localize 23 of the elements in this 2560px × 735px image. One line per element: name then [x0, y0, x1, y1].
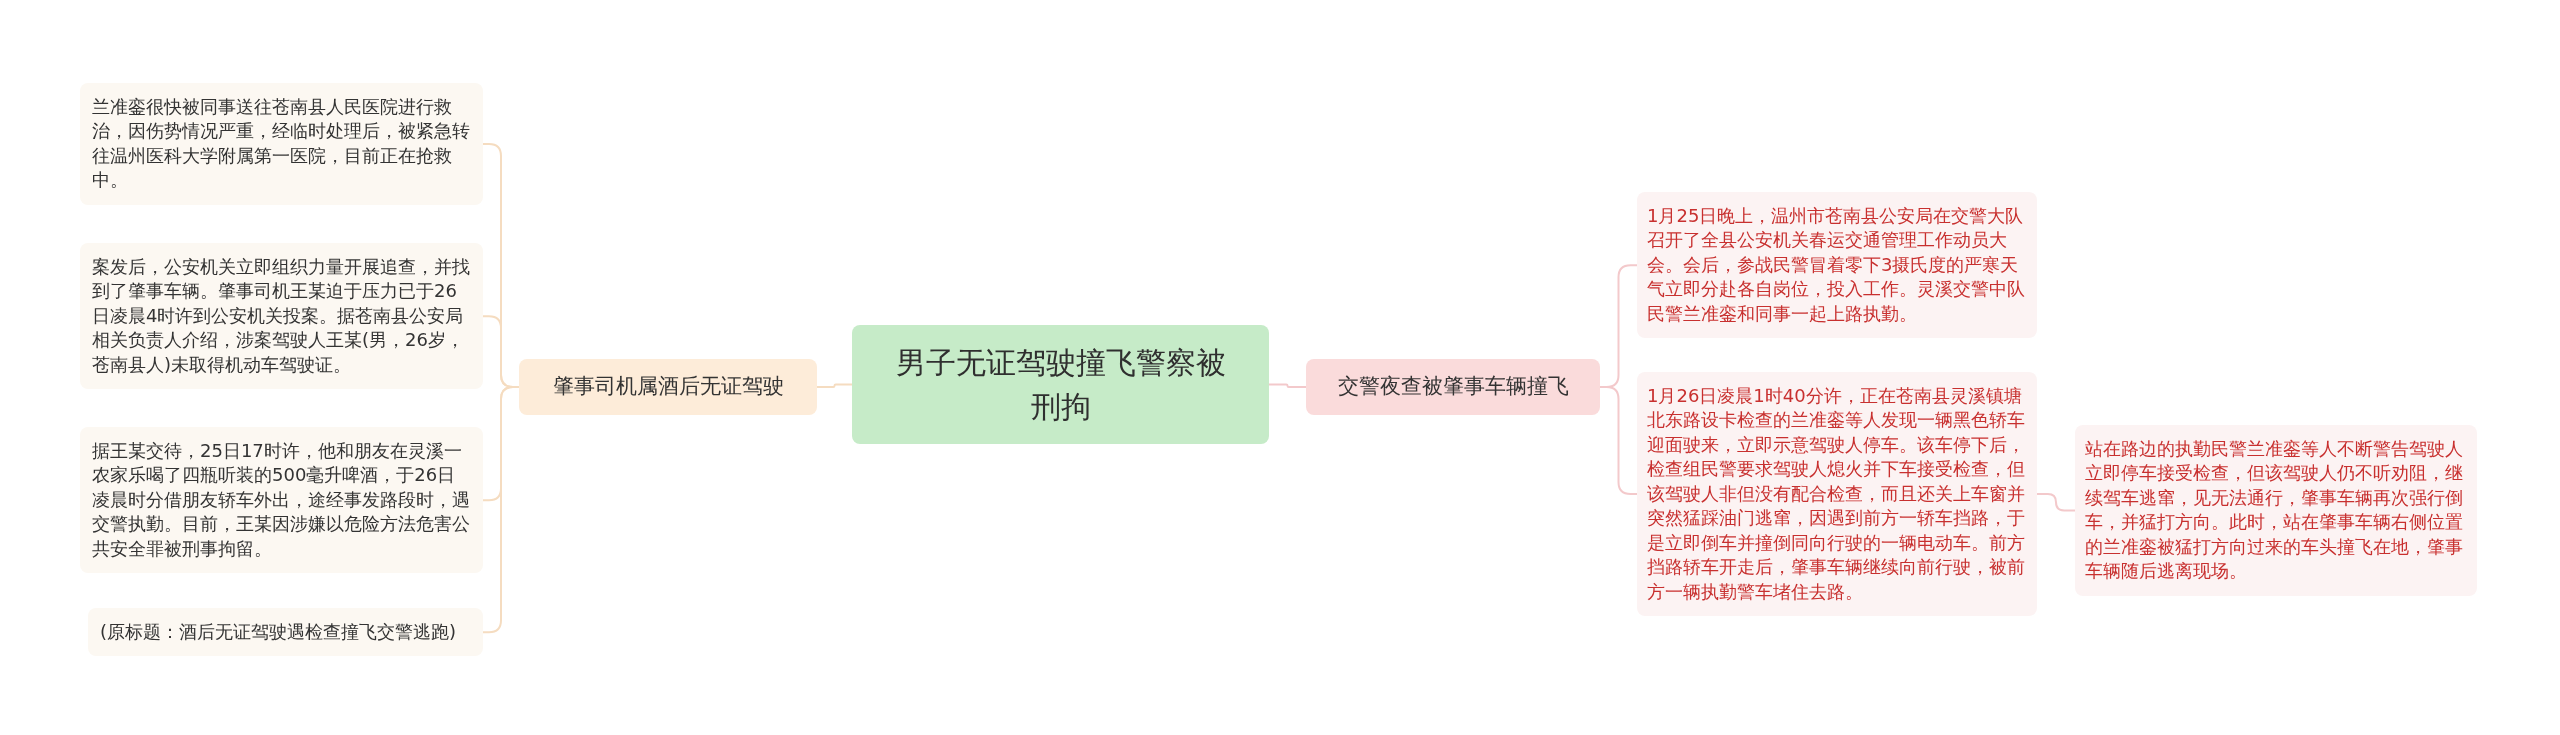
note-card [2075, 425, 2477, 596]
note-card [1637, 192, 2037, 339]
connector-line [816, 383, 853, 388]
branch-label: 交警夜查被肇事车辆撞飞 [1337, 373, 1569, 401]
branch-label: 肇事司机属酒后无证驾驶 [552, 373, 784, 401]
note-text: 1月26日凌晨1时40分许，正在苍南县灵溪镇塘北东路设卡检查的兰准銮等人发现一辆黑色轿车迎面驶来，立即示意驾驶人停车。该车停下后，检查组民警要求驾驶人熄火并下车接受检查，但该驾驶人非但没有配合检查，而且还关上车窗并突然猛踩油门逃窜，因遇到前方一轿车挡路，于是立即倒车并撞倒同向行驶的一辆电动车。前方挡路轿车开走后，肇事车辆继续向前行驶，被前方一辆执勤警车堵住去路。 [1647, 384, 2026, 604]
topic-title: 男子无证驾驶撞飞警察被刑拘 [894, 344, 1227, 426]
note-text: 站在路边的执勤民警兰准銮等人不断警告驾驶人立即停车接受检查，但该驾驶人仍不听劝阻，继续驾车逃窜，见无法通行，肇事车辆再次强行倒车，并猛打方向。此时，站在肇事车辆右侧位置的兰准銮被猛打方向过来的车头撞飞在地，肇事车辆随后逃离现场。 [2085, 437, 2464, 584]
note-text: 案发后，公安机关立即组织力量开展追查，并找到了肇事车辆。肇事司机王某迫于压力已于26日凌晨4时许到公安机关投案。据苍南县公安局相关负责人介绍，涉案驾驶人王某(男，26岁，苍南县人)未取得机动车驾驶证。 [92, 255, 471, 377]
connector-line [2036, 493, 2076, 512]
note-card [88, 608, 483, 657]
note-text: 兰准銮很快被同事送往苍南县人民医院进行救治，因伤势情况严重，经临时处理后，被紧急转往温州医科大学附属第一医院，目前正在抢救中。 [92, 95, 471, 193]
note-card [80, 83, 483, 205]
connector-line [1268, 383, 1307, 388]
branch-topic [519, 359, 817, 415]
note-text: (原标题：酒后无证驾驶遇检查撞飞交警逃跑) [100, 620, 458, 644]
central-topic [852, 325, 1269, 444]
note-text: 据王某交待，25日17时许，他和朋友在灵溪一农家乐喝了四瓶听装的500毫升啤酒，于26日凌晨时分借朋友轿车外出，途经事发路段时，遇交警执勤。目前，王某因涉嫌以危险方法危害公共安全罪被刑事拘留。 [92, 439, 471, 561]
branch-topic [1306, 359, 1600, 415]
connector-line [1599, 386, 1638, 496]
note-text: 1月25日晚上，温州市苍南县公安局在交警大队召开了全县公安机关春运交通管理工作动员大会。会后，参战民警冒着零下3摄氏度的严寒天气立即分赴各自岗位，投入工作。灵溪交警中队民警兰准銮和同事一起上路执勤。 [1647, 204, 2026, 326]
note-card [80, 243, 483, 390]
note-card [80, 427, 483, 574]
